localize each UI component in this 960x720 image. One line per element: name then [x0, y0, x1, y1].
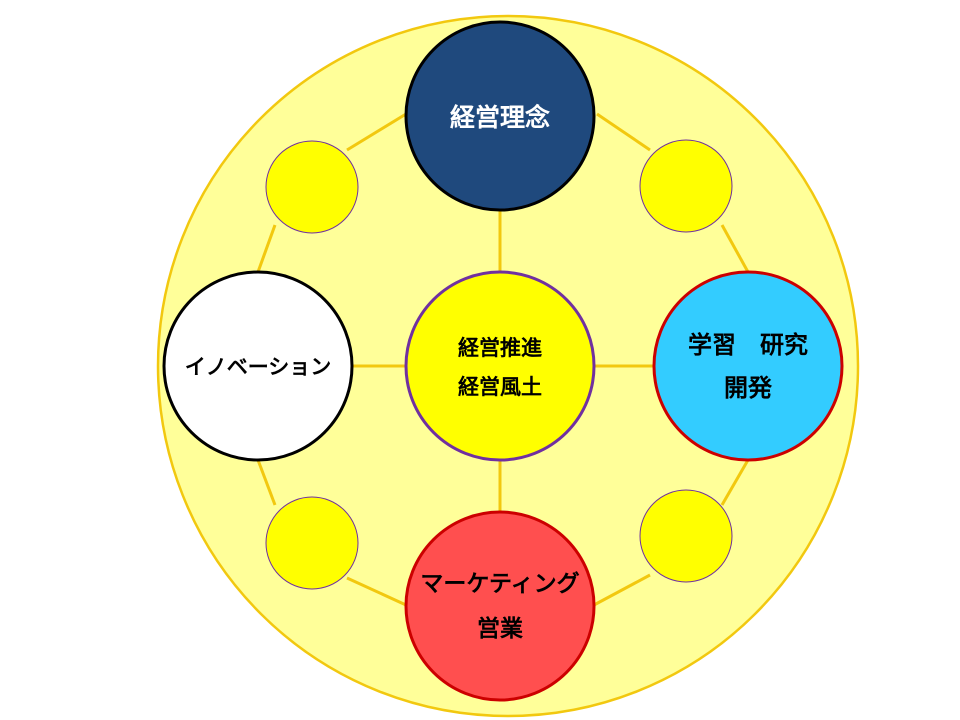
node-left-circle: [162, 270, 354, 462]
connector-top-small-tl: [346, 112, 407, 152]
node-left: イノベーション: [162, 270, 354, 462]
connector-lines: [256, 112, 750, 607]
connector-small-tl-left: [256, 224, 277, 273]
node-right-label-line2: 開発: [724, 374, 773, 402]
small-circle-bottom-right: [639, 489, 733, 583]
node-center-circle: [404, 270, 596, 462]
connector-small-br-bottom: [593, 573, 651, 607]
connector-left-small-bl: [256, 459, 277, 506]
connector-small-bl-bottom: [346, 576, 407, 607]
node-center: 経営推進 経営風土: [404, 270, 596, 462]
node-bottom-label-line1: マーケティング: [420, 570, 579, 597]
node-bottom-circle: [404, 510, 596, 702]
small-circle-top-right: [639, 139, 733, 233]
connector-top-small-tr: [596, 112, 651, 152]
node-center-label-line2: 経営風土: [458, 375, 542, 399]
connector-small-tr-right: [720, 224, 750, 273]
node-bottom-label-line2: 営業: [477, 615, 524, 642]
node-left-label: イノベーション: [185, 355, 332, 379]
node-bottom: マーケティング 営業: [404, 510, 596, 702]
node-right-circle: [652, 270, 844, 462]
small-circle-bottom-left: [265, 496, 359, 590]
node-top: 経営理念: [404, 20, 596, 212]
small-circles: [265, 139, 733, 590]
connector-right-small-br: [720, 459, 750, 506]
node-center-label-line1: 経営推進: [458, 336, 542, 360]
node-top-circle: [404, 20, 596, 212]
node-right-label-line1: 学習 研究: [688, 331, 808, 359]
node-top-label: 経営理念: [450, 103, 550, 132]
node-right: 学習 研究 開発: [652, 270, 844, 462]
small-circle-top-left: [265, 140, 359, 234]
